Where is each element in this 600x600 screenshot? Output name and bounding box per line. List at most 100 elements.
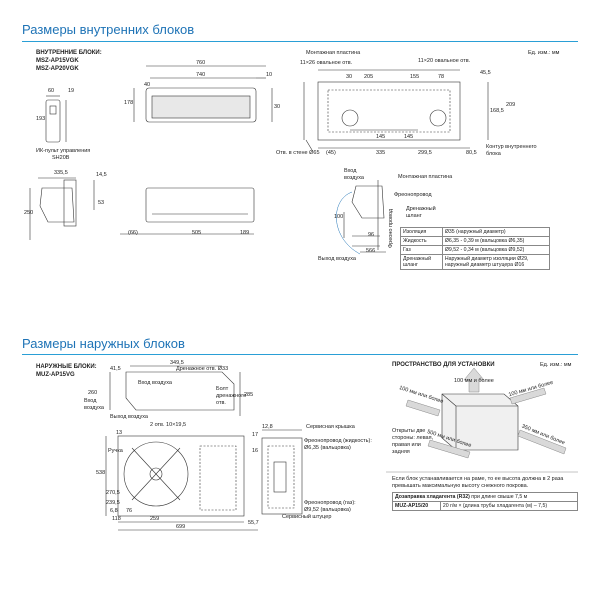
dim-19: 19 bbox=[68, 88, 75, 94]
dim-p155: 155 bbox=[410, 74, 420, 80]
charge-table: Дозаправка хладагента (R32) при длине св… bbox=[392, 492, 579, 511]
o-dim-260: 260 bbox=[88, 390, 98, 396]
oval-hole-11x26: 11×26 овальное отв. bbox=[300, 60, 353, 66]
outdoor-title-rule bbox=[22, 354, 578, 355]
arrow-right bbox=[517, 429, 567, 455]
outdoor-model-1: MUZ-AP15VG bbox=[36, 372, 75, 378]
o-dim-6-8: 6,8 bbox=[110, 508, 118, 514]
dim-p30: 30 bbox=[346, 74, 353, 80]
indoor-unit-side-drawing bbox=[39, 187, 75, 223]
remote-caption: ИК-пульт управления bbox=[36, 148, 91, 154]
install-unit-drawing bbox=[441, 393, 519, 451]
dim-335-5: 335,5 bbox=[54, 170, 68, 176]
dim-505: 505 bbox=[192, 230, 202, 236]
o-bolt: Болт дренажного отв. bbox=[216, 386, 247, 406]
dim-p78: 78 bbox=[438, 74, 445, 80]
o-dim-41-5: 41,5 bbox=[110, 366, 121, 372]
spec-value: Наружный диаметр изоляции Ø29, наружный … bbox=[441, 254, 551, 270]
spec-name: Дренажный шланг bbox=[400, 254, 443, 270]
outdoor-models-label: НАРУЖНЫЕ БЛОКИ: bbox=[36, 364, 97, 370]
contour-label: Контур внутреннего блока bbox=[486, 144, 537, 157]
dim-193: 193 bbox=[36, 116, 46, 122]
o-dim-76: 76 bbox=[126, 508, 133, 514]
arrow-left bbox=[405, 399, 441, 417]
dim-40: 40 bbox=[144, 82, 151, 88]
outdoor-fan-drawing bbox=[123, 441, 189, 507]
dim-10: 10 bbox=[266, 72, 273, 78]
o-air-out: Выход воздуха bbox=[110, 414, 148, 420]
o-dim-270-5: 270,5 bbox=[106, 490, 120, 496]
dim-p299-5: 299,5 bbox=[418, 150, 432, 156]
arrow-front bbox=[427, 439, 471, 459]
o-service-port: Сервисный штуцер bbox=[282, 514, 332, 520]
o-dim-16: 16 bbox=[252, 448, 259, 454]
dim-p168-5: 168,5 bbox=[490, 108, 504, 114]
mount-plate-label: Монтажная пластина bbox=[306, 50, 361, 56]
wall-hole-left bbox=[341, 109, 359, 127]
dim-p80-5: 80,5 bbox=[466, 150, 477, 156]
o-dim-259: 259 bbox=[150, 516, 160, 522]
dim-p45: (45) bbox=[326, 150, 336, 156]
charge-model: MUZ-AP15/20 bbox=[392, 501, 441, 511]
o-air-in-side: Вход воздуха bbox=[84, 398, 104, 411]
dim-p45-5: 45,5 bbox=[480, 70, 491, 76]
dim-740: 740 bbox=[196, 72, 206, 78]
o-dim-13: 13 bbox=[116, 430, 123, 436]
dim-p209: 209 bbox=[506, 102, 516, 108]
o-dim-118: 118 bbox=[112, 516, 121, 522]
charge-title: Дозаправка хладагента (R32) bbox=[395, 494, 470, 500]
install-title: ПРОСТРАНСТВО ДЛЯ УСТАНОВКИ bbox=[392, 362, 495, 368]
dim-p145b: 145 bbox=[404, 134, 414, 140]
dim-14-5: 14,5 bbox=[96, 172, 107, 178]
charge-header-row: Дозаправка хладагента (R32) при длине св… bbox=[392, 492, 578, 502]
outdoor-top-view-drawing bbox=[125, 371, 235, 411]
o-freon-liquid: Фреонопровод (жидкость): Ø6,35 (вальцовк… bbox=[304, 438, 372, 451]
remote-model: SH20B bbox=[52, 155, 70, 161]
arrow-right-top bbox=[509, 387, 547, 405]
indoor-section-title: Размеры внутренних блоков bbox=[22, 22, 195, 37]
o-dim-12-8: 12,8 bbox=[262, 424, 273, 430]
oval-hole-11x20: 11×20 овальное отв. bbox=[418, 58, 471, 64]
outdoor-front-view-drawing bbox=[117, 435, 245, 517]
side-mount-plate: Монтажная пластина bbox=[398, 174, 453, 180]
arrow-top bbox=[463, 367, 485, 393]
charge-header: Дозаправка хладагента (R32) при длине св… bbox=[392, 492, 578, 502]
drain-hose-path bbox=[336, 191, 361, 255]
indoor-model-2: MSZ-AP20VGK bbox=[36, 66, 79, 72]
o-dim-699: 699 bbox=[176, 524, 186, 530]
dim-178: 178 bbox=[124, 100, 134, 106]
side-air-in: Вход воздуха bbox=[344, 168, 364, 181]
side-freon-pipe: Фреонопровод bbox=[394, 192, 432, 198]
remote-control-drawing bbox=[45, 99, 61, 143]
indoor-unit-bottom-drawing bbox=[145, 187, 255, 223]
outdoor-side-view-drawing bbox=[261, 437, 303, 515]
o-dim-17: 17 bbox=[252, 432, 259, 438]
indoor-title-rule bbox=[22, 41, 578, 42]
o-dim-349-5: 349,5 bbox=[170, 360, 184, 366]
o-dim-285: 285 bbox=[244, 392, 254, 398]
indoor-units: Ед. изм.: мм bbox=[528, 50, 560, 56]
dim-p205: 205 bbox=[364, 74, 374, 80]
dim-60: 60 bbox=[48, 88, 55, 94]
dim-189: 189 bbox=[240, 230, 250, 236]
install-note: Если блок устанавливается на раме, то ее… bbox=[392, 476, 564, 489]
side-drain-hose: Дренажный шланг bbox=[406, 206, 436, 219]
dim-250: 250 bbox=[24, 210, 34, 216]
install-units: Ед. изм.: мм bbox=[540, 362, 572, 368]
outdoor-section-title: Размеры наружных блоков bbox=[22, 336, 185, 351]
o-dim-55-7: 55,7 bbox=[248, 520, 259, 526]
charge-row: MUZ-AP15/20 20 г/м × (длина трубы хладаг… bbox=[392, 501, 579, 511]
dim-p335: 335 bbox=[376, 150, 386, 156]
indoor-side-install-drawing bbox=[351, 185, 385, 219]
dim-v566: 566 bbox=[366, 248, 376, 254]
charge-formula: 20 г/м × (длина трубы хладагента (м) – 7… bbox=[439, 501, 579, 511]
dim-p145a: 145 bbox=[376, 134, 386, 140]
o-dim-538: 538 bbox=[96, 470, 106, 476]
indoor-model-1: MSZ-AP15VGK bbox=[36, 58, 79, 64]
o-handle: Ручка bbox=[108, 448, 123, 454]
dim-53: 53 bbox=[98, 200, 105, 206]
dim-v100: 100 bbox=[334, 214, 344, 220]
wall-hole-label: Отв. в стене Ø65 bbox=[276, 150, 320, 156]
install-top: 100 мм и более bbox=[454, 378, 494, 384]
